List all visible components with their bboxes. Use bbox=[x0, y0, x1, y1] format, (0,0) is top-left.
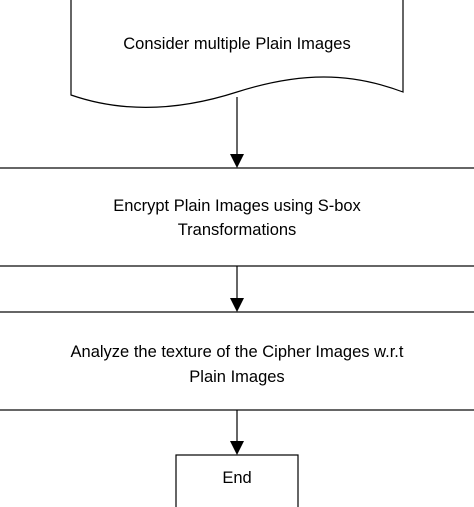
arrow-down-icon bbox=[230, 154, 244, 168]
connector-analyze-to-end bbox=[230, 410, 244, 455]
process-box bbox=[0, 311, 474, 411]
process-box bbox=[175, 454, 299, 507]
node-analyze-texture: Analyze the texture of the Cipher Images… bbox=[0, 311, 474, 411]
node-end: End bbox=[175, 454, 299, 507]
connector-consider-to-encrypt bbox=[230, 97, 244, 168]
node-encrypt-label-line-2: Transformations bbox=[178, 221, 297, 239]
node-end-label: End bbox=[222, 469, 251, 487]
node-encrypt-label-line-1: Encrypt Plain Images using S-box bbox=[113, 197, 361, 215]
node-analyze-label-line-2: Plain Images bbox=[189, 368, 284, 386]
node-analyze-label-line-1: Analyze the texture of the Cipher Images… bbox=[71, 343, 404, 361]
document-shape bbox=[70, 0, 404, 108]
arrow-down-icon bbox=[230, 441, 244, 455]
process-box bbox=[0, 167, 474, 267]
node-consider-label-line-1: Consider multiple Plain Images bbox=[123, 35, 350, 53]
node-consider-plain-images: Consider multiple Plain Images bbox=[70, 0, 404, 108]
connector-encrypt-to-analyze bbox=[230, 266, 244, 312]
node-encrypt-plain-images: Encrypt Plain Images using S-box Transfo… bbox=[0, 167, 474, 267]
arrow-down-icon bbox=[230, 298, 244, 312]
